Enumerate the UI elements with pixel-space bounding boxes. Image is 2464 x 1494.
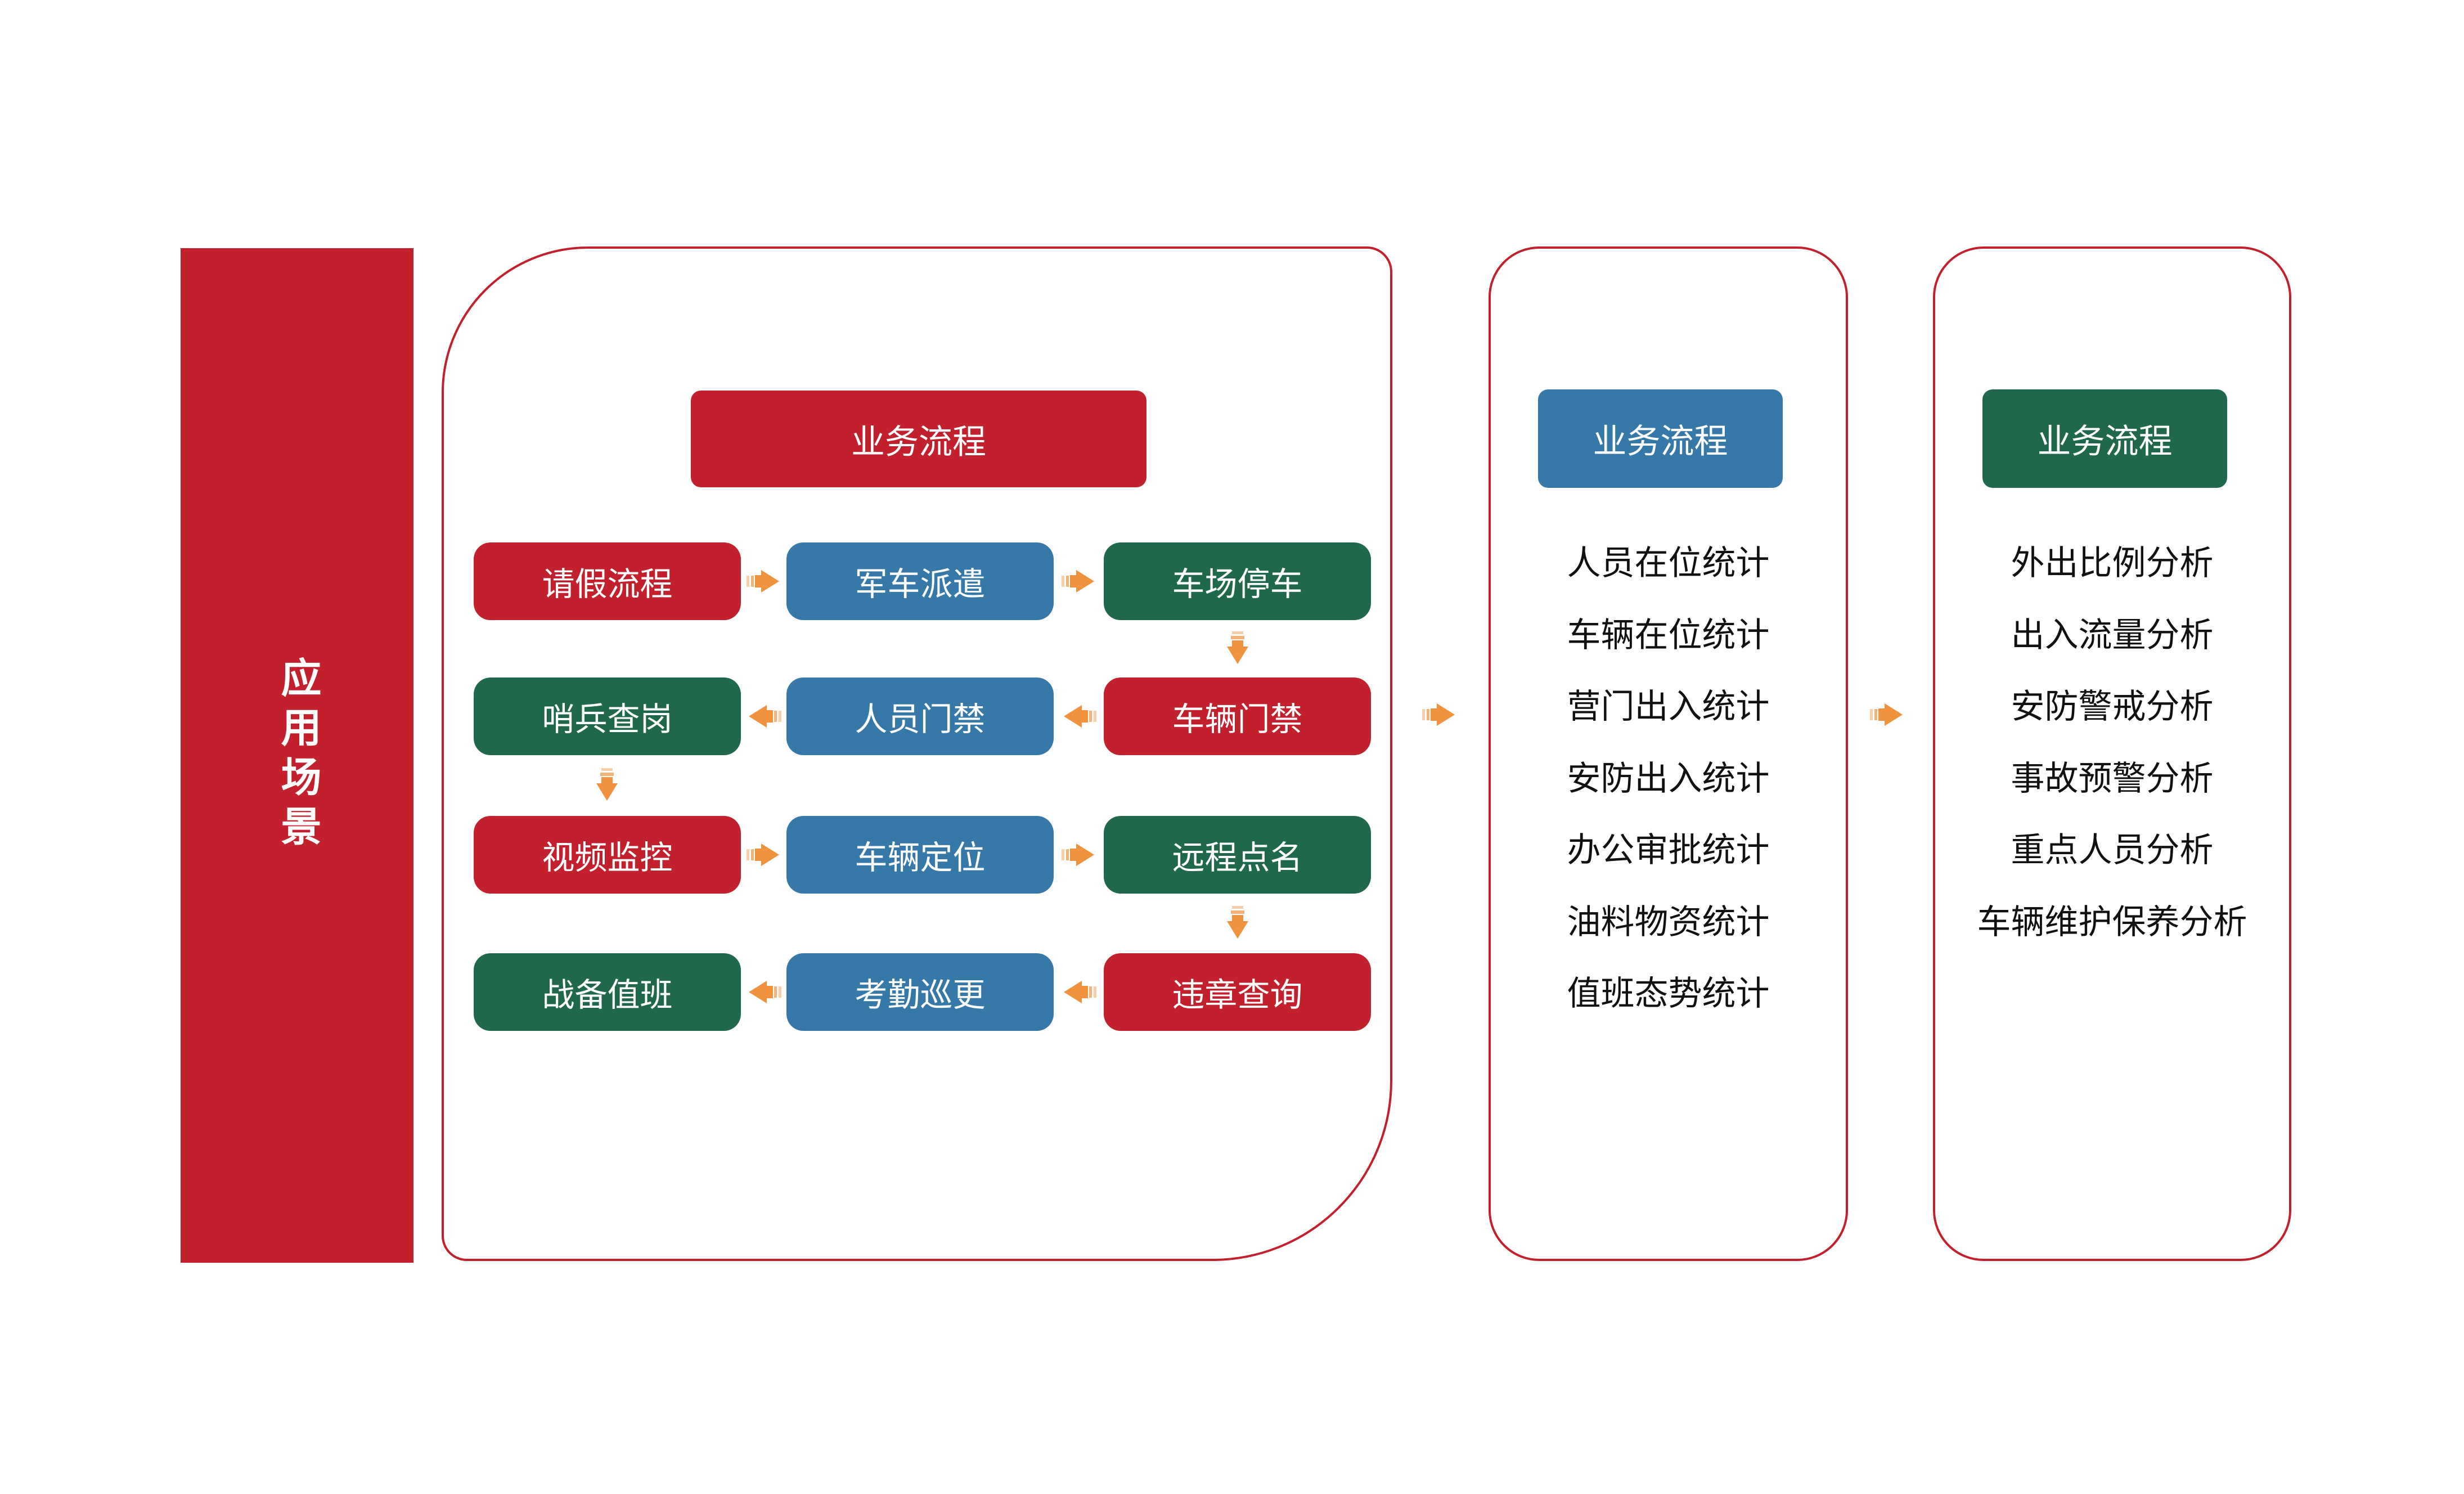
flow-box-label: 视频监控 <box>542 840 673 876</box>
list-item: 事故预警分析 <box>2011 759 2214 797</box>
flow-box-leave-process: 请假流程 <box>474 542 741 620</box>
analysis-list: 外出比例分析 出入流量分析 安防警戒分析 事故预警分析 重点人员分析 车辆维护保… <box>1935 524 2289 955</box>
analysis-panel-header-label: 业务流程 <box>2037 423 2173 460</box>
list-item: 安防警戒分析 <box>2011 688 2214 726</box>
arrow-right-icon <box>747 568 781 595</box>
list-item: 安防出入统计 <box>1567 759 1770 797</box>
flow-box-military-vehicle-dispatch: 军车派遣 <box>786 542 1054 620</box>
list-item: 外出比例分析 <box>2011 544 2214 582</box>
flow-box-sentry-inspection: 哨兵查岗 <box>474 678 741 755</box>
statistics-panel: 业务流程 人员在位统计 车辆在位统计 营门出入统计 安防出入统计 办公审批统计 … <box>1489 246 1848 1261</box>
arrow-left-icon <box>1062 703 1096 730</box>
flow-box-label: 哨兵查岗 <box>542 701 673 738</box>
flow-panel-header-label: 业务流程 <box>851 423 986 461</box>
list-item: 值班态势统计 <box>1567 975 1770 1013</box>
flow-box-label: 考勤巡更 <box>855 977 986 1013</box>
arrow-down-icon <box>1225 631 1251 666</box>
list-item: 车辆在位统计 <box>1567 616 1770 654</box>
arrow-right-icon <box>1062 841 1096 868</box>
flow-panel-header: 业务流程 <box>691 391 1146 487</box>
list-item: 人员在位统计 <box>1567 544 1770 582</box>
flow-box-personnel-access: 人员门禁 <box>786 678 1054 755</box>
flow-box-vehicle-positioning: 车辆定位 <box>786 816 1054 894</box>
list-item: 出入流量分析 <box>2011 616 2214 654</box>
analysis-panel: 业务流程 外出比例分析 出入流量分析 安防警戒分析 事故预警分析 重点人员分析 … <box>1933 246 2291 1261</box>
analysis-panel-header: 业务流程 <box>1982 389 2227 488</box>
list-item: 重点人员分析 <box>2011 831 2214 869</box>
statistics-panel-header-label: 业务流程 <box>1593 423 1728 460</box>
list-item: 车辆维护保养分析 <box>1977 903 2247 941</box>
flow-box-parking: 车场停车 <box>1104 542 1371 620</box>
flow-box-vehicle-access: 车辆门禁 <box>1104 678 1371 755</box>
arrow-right-icon <box>1062 568 1096 595</box>
list-item: 营门出入统计 <box>1567 688 1770 726</box>
flow-box-label: 车辆门禁 <box>1172 701 1303 738</box>
flow-box-label: 违章查询 <box>1172 977 1303 1013</box>
arrow-left-icon <box>1062 979 1096 1006</box>
application-scenarios-label: 应用场景 <box>275 656 320 855</box>
arrow-down-icon <box>1225 906 1251 941</box>
arrow-down-icon <box>594 768 620 803</box>
flow-box-label: 人员门禁 <box>855 701 986 738</box>
arrow-left-icon <box>747 979 781 1006</box>
business-process-flow-panel: 业务流程 请假流程 军车派遣 车场停车 哨兵查岗 人员门禁 车辆门禁 视频监控 … <box>442 246 1392 1261</box>
flow-box-video-surveillance: 视频监控 <box>474 816 741 894</box>
flow-box-label: 军车派遣 <box>855 566 986 603</box>
flow-box-label: 车辆定位 <box>855 840 986 876</box>
flow-box-violation-query: 违章查询 <box>1104 953 1371 1031</box>
list-item: 油料物资统计 <box>1567 903 1770 941</box>
panel-connector-arrow-right-icon <box>1870 701 1905 728</box>
flow-box-label: 车场停车 <box>1172 566 1303 603</box>
flow-box-label: 战备值班 <box>542 977 673 1013</box>
flow-box-remote-roll-call: 远程点名 <box>1104 816 1371 894</box>
list-item: 办公审批统计 <box>1567 831 1770 869</box>
arrow-left-icon <box>747 703 781 730</box>
statistics-panel-header: 业务流程 <box>1538 389 1783 488</box>
flow-box-attendance-patrol: 考勤巡更 <box>786 953 1054 1031</box>
flow-box-label: 远程点名 <box>1172 840 1303 876</box>
application-scenarios-banner: 应用场景 <box>181 248 413 1263</box>
flow-box-combat-readiness-duty: 战备值班 <box>474 953 741 1031</box>
panel-connector-arrow-right-icon <box>1422 701 1457 728</box>
flow-box-label: 请假流程 <box>542 566 673 603</box>
arrow-right-icon <box>747 841 781 868</box>
statistics-list: 人员在位统计 车辆在位统计 营门出入统计 安防出入统计 办公审批统计 油料物资统… <box>1491 524 1846 1027</box>
